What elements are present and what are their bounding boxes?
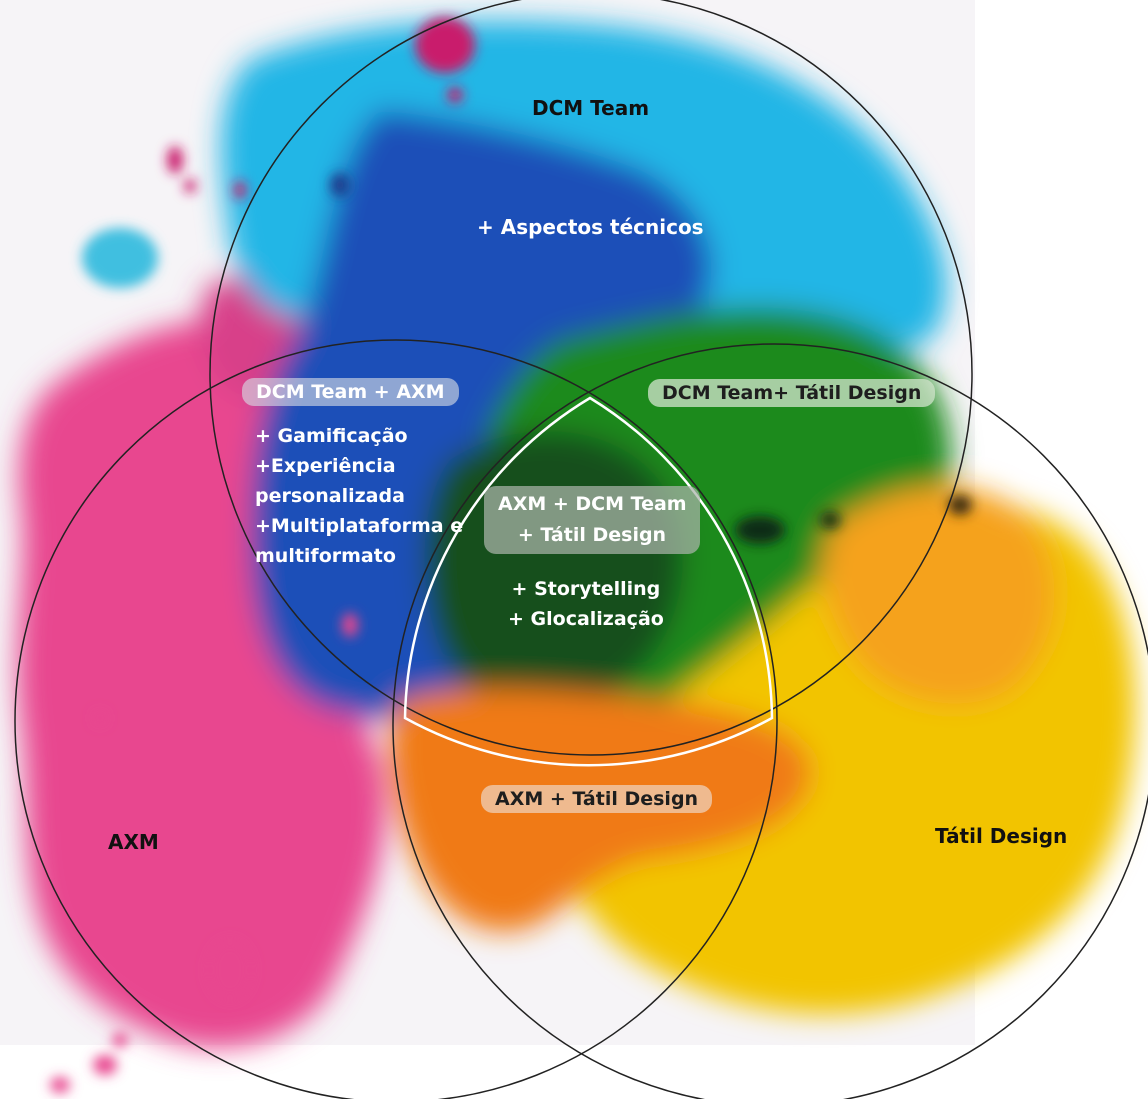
dcm-axm-item: + Gamificação <box>255 425 408 447</box>
center-list: + Storytelling + Glocalização <box>508 574 664 634</box>
center-item: + Storytelling <box>511 578 661 600</box>
dcm-axm-item: +Multiplataforma e <box>255 515 464 537</box>
paint-spatters <box>50 17 972 1093</box>
dcm-axm-item: personalizada <box>255 485 405 507</box>
axm-tatil-title: AXM + Tátil Design <box>481 785 713 813</box>
circle-axm <box>14 339 778 1099</box>
dcm-team-title: DCM Team <box>532 96 650 120</box>
dcm-axm-item: multiformato <box>255 545 396 567</box>
dcm-axm-title: DCM Team + AXM <box>242 378 459 406</box>
orange-right-paint <box>821 486 1055 705</box>
center-intersection-outline <box>403 396 774 767</box>
circle-tatil-design <box>392 343 1148 1099</box>
dcm-axm-item: +Experiência <box>255 455 396 477</box>
axm-title: AXM <box>108 830 159 854</box>
center-title-line1: AXM + DCM Team <box>498 493 687 515</box>
tatil-design-title: Tátil Design <box>935 824 1068 848</box>
dcm-axm-list: + Gamificação +Experiência personalizada… <box>255 421 463 571</box>
blue-paint <box>250 110 712 718</box>
dcm-tatil-title: DCM Team+ Tátil Design <box>648 379 936 407</box>
center-item: + Glocalização <box>508 608 664 630</box>
watercolor-paint <box>17 20 1136 1048</box>
circle-dcm-team <box>209 0 973 756</box>
center-title: AXM + DCM Team + Tátil Design <box>484 486 700 554</box>
center-title-line2: + Tátil Design <box>517 524 667 546</box>
dcm-team-content: + Aspectos técnicos <box>477 215 704 239</box>
